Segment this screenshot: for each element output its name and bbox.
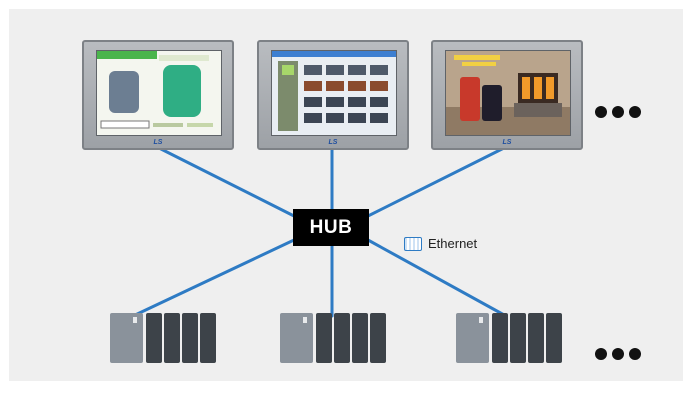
plc-cpu-module [456, 313, 489, 363]
hmi-panel-3: LS [431, 40, 583, 150]
plc-cpu-module [110, 313, 143, 363]
plc-io-module [546, 313, 562, 363]
plc-io-module [164, 313, 180, 363]
link-hmi-3 [366, 145, 508, 218]
plc-rack-1 [110, 313, 216, 363]
hub-box: HUB [293, 209, 369, 246]
plc-io-module [492, 313, 508, 363]
plc-io-module [316, 313, 332, 363]
ethernet-cable-icon [404, 236, 422, 251]
more-plc-ellipsis [595, 336, 646, 366]
link-hmi-1 [155, 145, 296, 218]
ethernet-legend: Ethernet [404, 236, 477, 251]
plc-io-module [146, 313, 162, 363]
ls-logo: LS [502, 139, 512, 146]
hmi-screen-buttons [271, 50, 397, 136]
plc-io-module [510, 313, 526, 363]
link-plc-1 [131, 238, 296, 318]
plc-cpu-module [280, 313, 313, 363]
more-hmi-ellipsis [595, 94, 646, 124]
plc-io-module [528, 313, 544, 363]
plc-io-module [370, 313, 386, 363]
ls-logo: LS [153, 139, 163, 146]
hmi-screen-tanks [96, 50, 222, 136]
plc-io-module [334, 313, 350, 363]
ls-logo: LS [328, 139, 338, 146]
plc-io-module [200, 313, 216, 363]
link-plc-3 [366, 238, 508, 318]
plc-rack-3 [456, 313, 562, 363]
plc-rack-2 [280, 313, 386, 363]
hmi-panel-2: LS [257, 40, 409, 150]
ethernet-label: Ethernet [428, 236, 478, 251]
hmi-panel-1: LS [82, 40, 234, 150]
hmi-screen-product-photo [445, 50, 571, 136]
plc-io-module [352, 313, 368, 363]
plc-io-module [182, 313, 198, 363]
